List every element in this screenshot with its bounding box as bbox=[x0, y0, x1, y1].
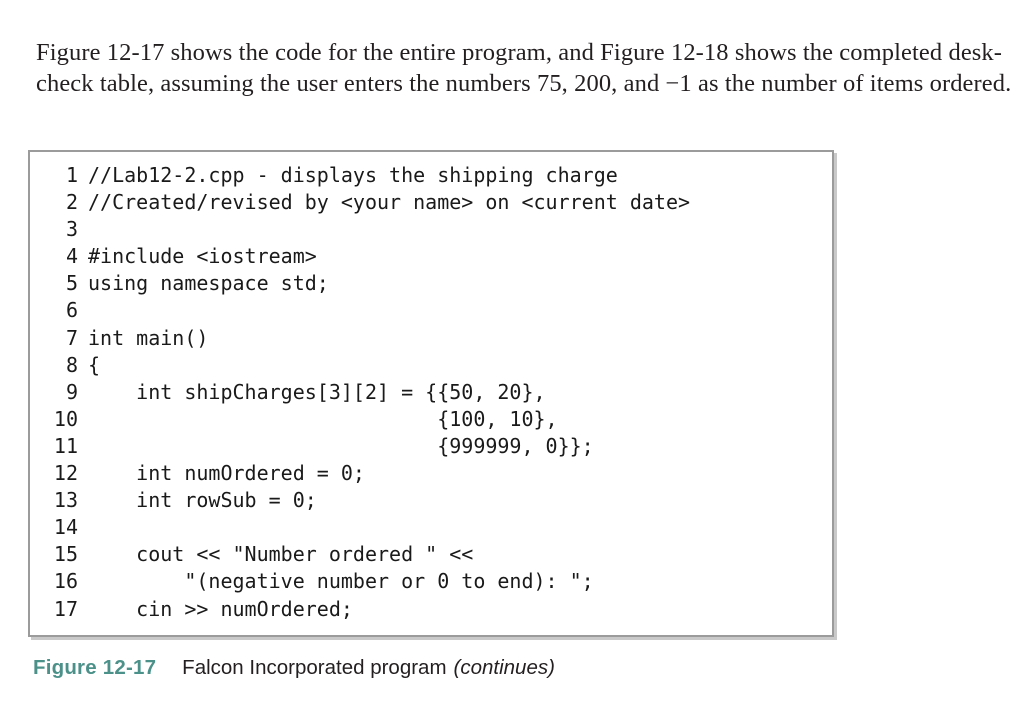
code-line: 17 cin >> numOrdered; bbox=[44, 596, 690, 623]
code-line: 9 int shipCharges[3][2] = {{50, 20}, bbox=[44, 379, 690, 406]
code-line-source: { bbox=[88, 352, 101, 377]
intro-paragraph: Figure 12-17 shows the code for the enti… bbox=[36, 38, 1012, 97]
code-line-number: 6 bbox=[65, 298, 78, 323]
code-line-source: //Created/revised by <your name> on <cur… bbox=[88, 190, 691, 215]
code-line-number: 13 bbox=[53, 488, 78, 513]
code-line-number: 11 bbox=[53, 433, 78, 458]
code-line-source: cin >> numOrdered; bbox=[88, 596, 353, 621]
code-line-number: 17 bbox=[53, 596, 78, 621]
code-figure-box: 1 //Lab12-2.cpp - displays the shipping c… bbox=[28, 150, 834, 637]
code-line-source: {999999, 0}}; bbox=[88, 433, 594, 458]
figure-caption-text: Falcon Incorporated program bbox=[182, 656, 447, 679]
code-line-source: using namespace std; bbox=[88, 271, 329, 296]
code-line-source: int rowSub = 0; bbox=[88, 488, 317, 513]
code-line: 15 cout << "Number ordered " << bbox=[44, 541, 690, 568]
code-line: 14 bbox=[44, 514, 690, 541]
code-line: 8{ bbox=[44, 352, 690, 379]
code-listing: 1 //Lab12-2.cpp - displays the shipping c… bbox=[44, 162, 690, 623]
code-line: 11 {999999, 0}}; bbox=[44, 433, 690, 460]
code-line-number: 10 bbox=[53, 406, 78, 431]
code-line: 7 int main() bbox=[44, 325, 690, 352]
code-line-number: 12 bbox=[53, 461, 78, 486]
code-line-number: 16 bbox=[53, 569, 78, 594]
code-line-source: cout << "Number ordered " << bbox=[88, 542, 474, 567]
code-line-number: 2 bbox=[65, 190, 78, 215]
code-line-number: 14 bbox=[53, 515, 78, 540]
code-line-number: 7 bbox=[65, 325, 78, 350]
code-line-source: int main() bbox=[88, 325, 209, 350]
figure-caption-label: Figure 12-17 bbox=[33, 656, 157, 679]
code-line-number: 3 bbox=[65, 217, 78, 242]
code-line: 10 {100, 10}, bbox=[44, 406, 690, 433]
code-line-source: {100, 10}, bbox=[88, 406, 558, 431]
code-line-number: 1 bbox=[65, 163, 78, 187]
code-line: 3 bbox=[44, 216, 690, 243]
code-line-number: 8 bbox=[65, 352, 78, 377]
figure-caption: Figure 12-17 Falcon Incorporated program (… bbox=[33, 655, 555, 681]
code-line-source: int shipCharges[3][2] = {{50, 20}, bbox=[88, 379, 546, 404]
code-line-number: 9 bbox=[65, 379, 78, 404]
code-line: 6 bbox=[44, 297, 690, 324]
code-line: 13 int rowSub = 0; bbox=[44, 487, 690, 514]
code-line-source: #include <iostream> bbox=[88, 244, 317, 269]
code-line-source: //Lab12-2.cpp - displays the shipping ch… bbox=[88, 163, 618, 187]
figure-caption-note: (continues) bbox=[453, 656, 555, 679]
code-line: 1 //Lab12-2.cpp - displays the shipping c… bbox=[44, 162, 690, 189]
code-line-number: 4 bbox=[65, 244, 78, 269]
code-line: 12 int numOrdered = 0; bbox=[44, 460, 690, 487]
code-line: 4 #include <iostream> bbox=[44, 243, 690, 270]
code-line-number: 5 bbox=[65, 271, 78, 296]
code-line: 16 "(negative number or 0 to end): "; bbox=[44, 568, 690, 595]
code-line: 5 using namespace std; bbox=[44, 270, 690, 297]
code-line-source: "(negative number or 0 to end): "; bbox=[88, 569, 594, 594]
code-line: 2 //Created/revised by <your name> on <cu… bbox=[44, 189, 690, 216]
code-line-source: int numOrdered = 0; bbox=[88, 461, 365, 486]
code-line-number: 15 bbox=[53, 542, 78, 567]
